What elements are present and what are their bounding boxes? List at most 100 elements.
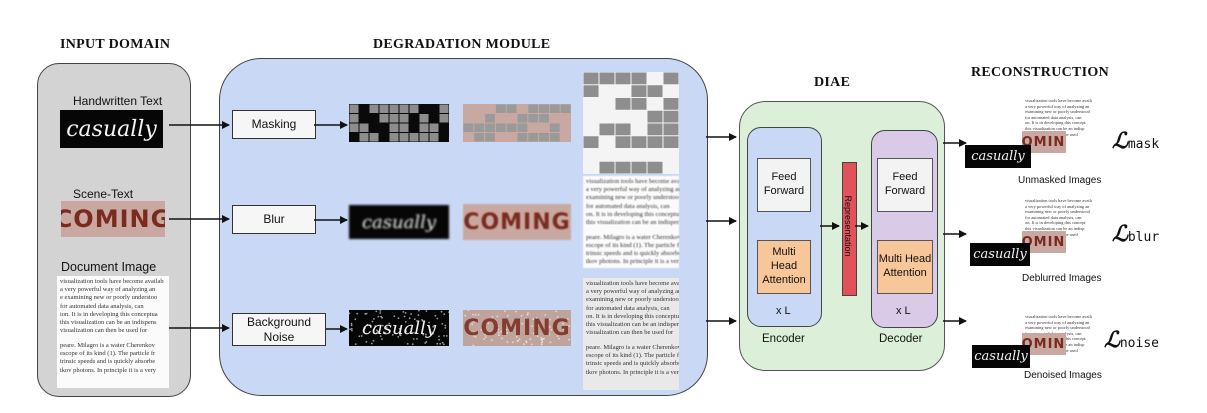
mask-patch xyxy=(517,114,528,123)
document-line: tkov photons. In principle it is a very xyxy=(60,366,157,374)
blur-box: Blur xyxy=(232,205,316,234)
noise-speckle xyxy=(484,333,487,336)
noise-speckle xyxy=(536,335,539,337)
mask-patch xyxy=(359,123,369,132)
noise-speckle xyxy=(492,331,495,334)
mask-patch xyxy=(631,161,647,174)
noise-speckle xyxy=(384,331,387,334)
mask-patch xyxy=(439,104,449,113)
noise-speckle xyxy=(436,342,439,345)
noise-speckle xyxy=(412,331,414,334)
document-line: trinsic speeds and is quickly absorbe xyxy=(60,358,156,366)
mask-patch xyxy=(399,114,409,123)
noise-speckle xyxy=(402,311,405,313)
document-line: for automated data analysis, can xyxy=(1025,214,1082,220)
mask-patch xyxy=(528,133,539,142)
mask-patch xyxy=(599,72,615,85)
document-line: peare. Milagro is a water Cherenkov xyxy=(60,341,155,349)
noise-speckle xyxy=(529,338,532,341)
mask-patch xyxy=(663,110,679,123)
noise-speckle xyxy=(425,341,428,343)
noise-speckle xyxy=(405,330,407,333)
document-line: examining new or poorly understood xyxy=(586,194,679,202)
noise-speckle xyxy=(365,332,368,335)
noise-speckle xyxy=(546,325,549,327)
noise-speckle xyxy=(523,343,525,345)
noise-speckle xyxy=(380,315,382,318)
noise-speckle xyxy=(469,318,472,321)
document-line: tkov photons. In principle it is a very xyxy=(586,258,679,266)
noise-speckle xyxy=(354,318,357,321)
noise-speckle xyxy=(366,324,368,326)
denoised-scene-word: COMING xyxy=(1022,336,1066,352)
document-line: visualization can then be used for xyxy=(60,327,148,335)
denoised-scene-output: COMING xyxy=(1022,333,1066,355)
deblurred-images-caption: Deblurred Images xyxy=(1022,273,1102,284)
document-line: e examining new or poorly understoo xyxy=(60,294,158,302)
document-line: escope of its kind (1). The particle fr xyxy=(586,241,679,249)
deblurred-scene-word: COMING xyxy=(1022,234,1066,250)
noise-speckle xyxy=(410,313,412,315)
mask-background xyxy=(583,72,679,174)
mask-patch xyxy=(647,136,663,148)
noise-pattern-handwritten xyxy=(349,310,449,346)
noise-speckle xyxy=(518,338,521,341)
decoder-xl-label: x L xyxy=(896,305,911,317)
mask-patch xyxy=(506,104,517,113)
unmasked-images-caption: Unmasked Images xyxy=(1018,175,1102,186)
noise-speckle xyxy=(441,322,444,325)
noise-speckle xyxy=(496,322,499,325)
noise-speckle xyxy=(374,325,376,327)
mask-patch xyxy=(517,133,528,142)
noise-speckle xyxy=(472,313,474,316)
noise-speckle xyxy=(472,331,475,334)
decoder-feed-forward: Feed Forward xyxy=(877,158,933,212)
noise-speckle xyxy=(403,315,406,318)
mask-patch xyxy=(615,136,631,148)
mask-patch xyxy=(615,72,631,85)
mask-patch xyxy=(615,161,631,174)
noise-speckle xyxy=(429,330,432,333)
document-line: examining new or poorly understood xyxy=(1025,209,1090,215)
deblurred-handwritten-output: casually xyxy=(970,243,1030,266)
document-line: this visualization can be an indisp xyxy=(1025,125,1085,131)
noisy-handwritten-word: casually xyxy=(361,317,437,339)
noise-speckle xyxy=(410,328,412,330)
noise-speckle xyxy=(376,332,378,334)
noise-speckle xyxy=(443,335,445,337)
mask-patch xyxy=(495,104,506,113)
blurred-scene-word: COMING xyxy=(463,209,571,235)
noise-speckle xyxy=(504,310,506,312)
noise-speckle xyxy=(506,321,509,324)
noise-speckle xyxy=(516,340,519,342)
noise-speckle xyxy=(535,317,538,320)
noise-speckle xyxy=(448,311,449,313)
noise-speckle xyxy=(491,315,494,318)
document-line: visualization tools have become availab xyxy=(1025,198,1092,203)
noise-speckle xyxy=(416,338,418,340)
document-line: trinsic speeds and is quickly absorbe xyxy=(586,250,679,258)
noise-speckle xyxy=(525,340,528,343)
noise-speckle xyxy=(563,328,565,331)
decoder-feed-forward-label: Feed Forward xyxy=(884,171,926,197)
noise-speckle xyxy=(377,315,380,318)
encoder-mha-label: Multi Head Attention xyxy=(762,246,806,286)
noise-speckle xyxy=(350,322,353,325)
noise-speckle xyxy=(444,324,447,327)
noise-speckle xyxy=(497,331,500,334)
mask-patch xyxy=(583,85,599,97)
noise-speckle xyxy=(379,335,382,337)
noise-speckle xyxy=(525,317,527,320)
encoder-multi-head-attention: Multi Head Attention xyxy=(757,240,811,294)
noise-speckle xyxy=(440,310,443,313)
document-line: on. It is in developing this conceptual xyxy=(586,210,679,218)
loss-mask: ℒmask xyxy=(1112,128,1159,154)
mask-patch xyxy=(389,123,399,132)
mask-patch xyxy=(349,114,359,123)
noise-speckle xyxy=(527,312,529,314)
mask-patch xyxy=(599,123,615,136)
noise-speckle xyxy=(365,312,368,315)
noise-speckle xyxy=(556,316,559,318)
blurred-document-image: visualization tools have become availabl… xyxy=(583,176,679,268)
noise-speckle xyxy=(472,344,475,346)
